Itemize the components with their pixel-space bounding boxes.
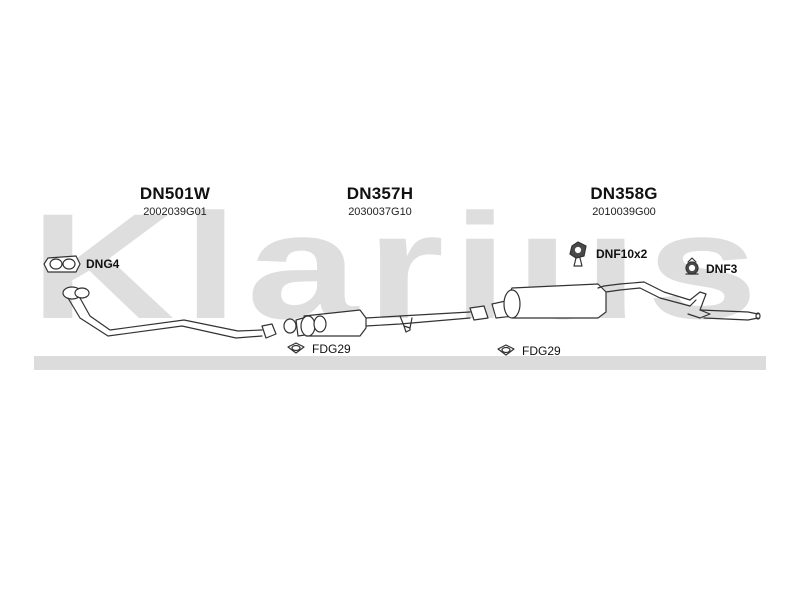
watermark-underline	[34, 356, 766, 370]
front-pipe	[62, 286, 277, 339]
watermark-logo: Klarius	[30, 206, 766, 326]
label-dnf-hanger: DNF10x2	[596, 247, 648, 261]
watermark-text: Klarius	[30, 206, 766, 326]
section-ref-front: 2002039G01	[143, 206, 207, 218]
label-fdg-right: FDG29	[522, 344, 561, 358]
section-ref-middle: 2030037G10	[348, 206, 412, 218]
rear-silencer	[491, 281, 761, 321]
section-code-middle: DN357H	[346, 184, 414, 203]
clamp-icon-right	[497, 344, 515, 356]
rubber-mount-icon	[685, 257, 699, 275]
gasket-icon	[43, 255, 81, 273]
rubber-hanger-icon	[569, 241, 587, 267]
label-fdg-left: FDG29	[312, 342, 351, 356]
label-dng: DNG4	[86, 257, 120, 271]
section-ref-rear: 2010039G00	[592, 206, 656, 218]
clamp-icon-left	[287, 342, 305, 354]
section-code-front: DN501W	[139, 184, 211, 203]
section-code-rear: DN358G	[590, 184, 658, 203]
center-silencer	[283, 305, 489, 337]
label-dnf-mount: DNF3	[706, 262, 738, 276]
